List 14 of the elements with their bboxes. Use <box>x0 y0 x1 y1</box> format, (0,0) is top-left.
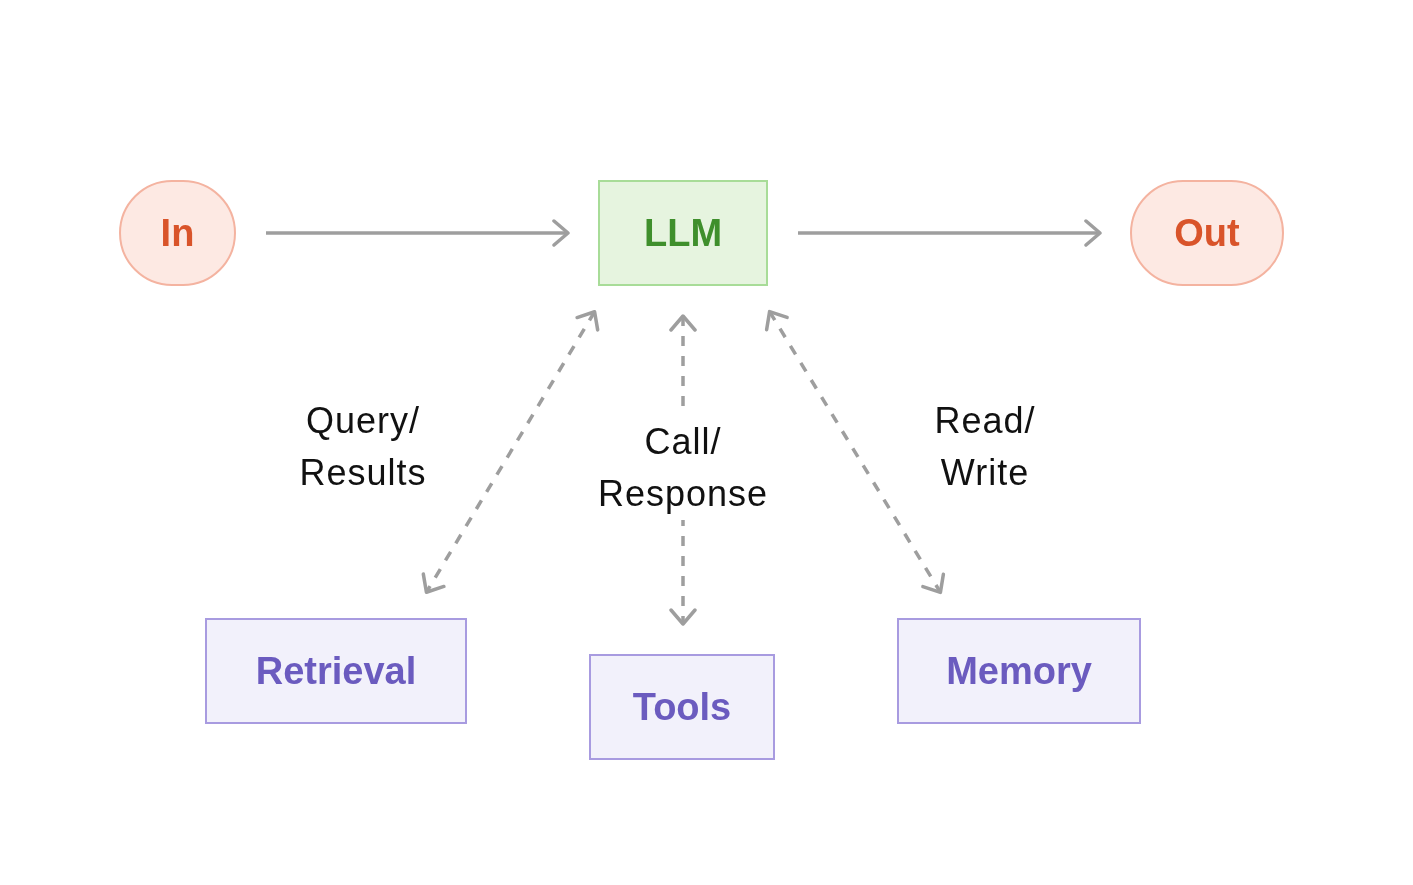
arrow <box>798 219 1102 247</box>
node-label: Retrieval <box>255 649 417 693</box>
arrow <box>421 310 600 594</box>
node-label: Out <box>1174 211 1240 255</box>
component-box <box>897 618 1141 724</box>
component-box <box>589 654 775 760</box>
node-label: Tools <box>632 685 732 729</box>
node-label: LLM <box>643 211 723 255</box>
component-box <box>205 618 467 724</box>
arrow <box>266 219 570 247</box>
node-label: In <box>160 211 195 255</box>
arrow <box>764 309 946 595</box>
node-label: Memory <box>946 649 1092 693</box>
process-box <box>598 180 768 286</box>
